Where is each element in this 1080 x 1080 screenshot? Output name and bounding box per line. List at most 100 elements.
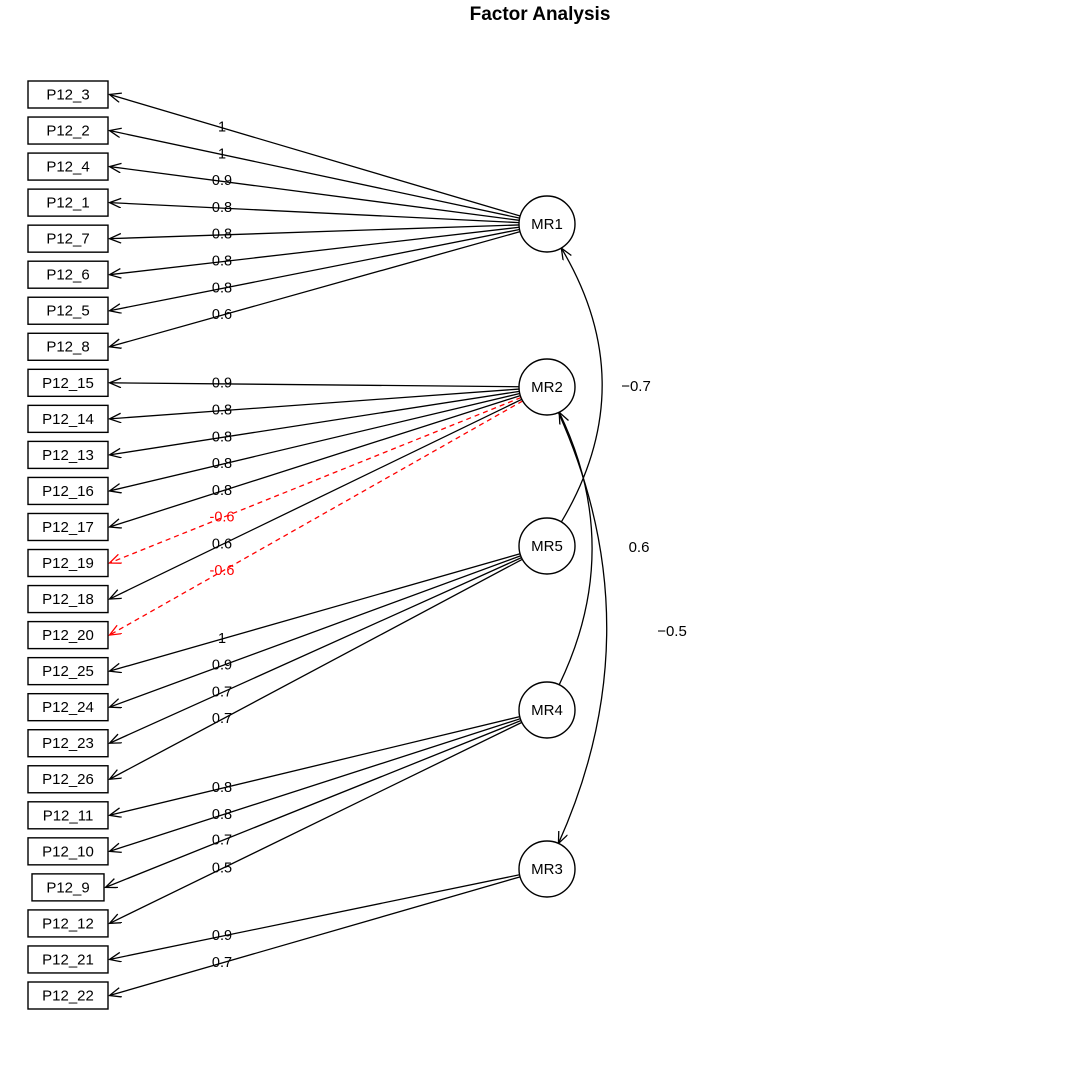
variable-box[interactable]: P12_2 <box>27 116 109 145</box>
loading-edge <box>110 224 520 239</box>
variable-box[interactable]: P12_8 <box>27 332 109 361</box>
variable-box[interactable]: P12_1 <box>27 188 109 217</box>
factor-node-mr1[interactable]: MR1 <box>518 195 576 253</box>
variable-box-rect <box>27 837 109 866</box>
variable-box-label: P12_3 <box>46 86 89 103</box>
variable-box-rect <box>27 656 109 686</box>
loading-edge <box>110 396 522 563</box>
factor-node-label: MR2 <box>531 379 563 396</box>
variable-box-label: P12_20 <box>42 627 94 644</box>
variable-box[interactable]: P12_15 <box>27 368 109 398</box>
variable-box-label: P12_6 <box>46 267 89 284</box>
variable-box[interactable]: P12_25 <box>27 656 109 686</box>
variable-box[interactable]: P12_21 <box>27 945 109 974</box>
variable-box[interactable]: P12_20 <box>27 620 109 650</box>
loading-label: 0.8 <box>212 429 232 445</box>
variable-box[interactable]: P12_26 <box>27 765 109 794</box>
variable-box-label: P12_9 <box>46 879 89 896</box>
factor-node-circle <box>518 517 576 575</box>
loading-edge <box>110 718 521 852</box>
variable-box[interactable]: P12_19 <box>27 548 109 578</box>
variable-box-label: P12_23 <box>42 735 94 752</box>
correlation-arc <box>558 412 608 844</box>
variable-box-label: P12_15 <box>42 375 94 392</box>
loading-label: 1 <box>218 631 226 647</box>
loading-label: 0.6 <box>212 307 232 323</box>
page-title: Factor Analysis <box>470 4 611 25</box>
variable-box[interactable]: P12_9 <box>31 873 105 902</box>
loading-label: 0.8 <box>212 483 232 499</box>
loading-labels-layer: 110.90.80.80.80.80.60.90.80.80.80.8-0.60… <box>210 120 235 971</box>
loading-label: 0.7 <box>212 832 232 848</box>
manifest-variable-boxes: P12_3P12_2P12_4P12_1P12_7P12_6P12_5P12_8… <box>27 80 109 1010</box>
variable-box-label: P12_11 <box>43 807 94 824</box>
factor-node-circle <box>518 840 576 898</box>
factor-node-mr3[interactable]: MR3 <box>518 840 576 898</box>
loading-edge <box>110 400 524 635</box>
variable-box[interactable]: P12_11 <box>27 801 109 830</box>
variable-box[interactable]: P12_3 <box>27 80 109 109</box>
variable-box[interactable]: P12_6 <box>27 260 109 289</box>
variable-box[interactable]: P12_13 <box>27 440 109 470</box>
loading-label: 0.5 <box>212 860 232 876</box>
variable-box-label: P12_21 <box>42 951 94 968</box>
loading-edge <box>110 226 520 274</box>
loading-label: 1 <box>218 120 226 136</box>
variable-box-label: P12_24 <box>42 699 94 716</box>
variable-box[interactable]: P12_7 <box>27 224 109 253</box>
variable-box-rect <box>27 368 109 398</box>
variable-box-label: P12_16 <box>42 483 94 500</box>
loading-label: 0.8 <box>212 254 232 270</box>
factor-node-label: MR5 <box>531 538 563 555</box>
variable-box[interactable]: P12_10 <box>27 837 109 866</box>
variable-box-label: P12_4 <box>46 159 89 176</box>
loading-edge <box>110 557 522 744</box>
variable-box-label: P12_25 <box>42 663 94 680</box>
variable-box[interactable]: P12_24 <box>27 692 109 722</box>
loading-edge <box>110 876 521 996</box>
factor-node-label: MR4 <box>531 702 563 719</box>
variable-box-rect <box>27 548 109 578</box>
variable-box-label: P12_22 <box>42 987 94 1004</box>
factor-node-label: MR1 <box>531 216 563 233</box>
variable-box-rect <box>31 873 105 902</box>
loading-edge <box>110 555 521 707</box>
variable-box-label: P12_18 <box>42 591 94 608</box>
correlation-label: −0.7 <box>621 378 651 395</box>
variable-box[interactable]: P12_22 <box>27 981 109 1010</box>
loading-edge <box>110 558 523 779</box>
variable-box[interactable]: P12_18 <box>27 584 109 614</box>
variable-box[interactable]: P12_16 <box>27 476 109 506</box>
variable-box[interactable]: P12_12 <box>27 909 109 938</box>
variable-box-rect <box>27 440 109 470</box>
variable-box[interactable]: P12_14 <box>27 404 109 434</box>
factor-node-mr2[interactable]: MR2 <box>518 358 576 416</box>
loading-edge <box>110 228 520 310</box>
loading-label: 0.8 <box>212 807 232 823</box>
loading-edge <box>110 715 520 816</box>
variable-box-rect <box>27 620 109 650</box>
variable-box[interactable]: P12_23 <box>27 729 109 758</box>
variable-box-label: P12_10 <box>42 843 94 860</box>
variable-box-label: P12_12 <box>42 915 94 932</box>
variable-box-rect <box>27 909 109 938</box>
loading-label: 0.7 <box>212 711 232 727</box>
variable-box-rect <box>27 765 109 794</box>
loading-edge <box>110 390 520 455</box>
factor-node-mr5[interactable]: MR5 <box>518 517 576 575</box>
loading-edge <box>110 398 523 599</box>
correlation-arc <box>561 248 603 523</box>
factor-node-mr4[interactable]: MR4 <box>518 681 576 739</box>
variable-box[interactable]: P12_17 <box>27 512 109 542</box>
variable-box[interactable]: P12_5 <box>27 296 109 325</box>
loading-label: -0.6 <box>210 510 235 526</box>
variable-box-rect <box>27 224 109 253</box>
variable-box-label: P12_1 <box>46 195 89 212</box>
variable-box-label: P12_7 <box>46 231 89 248</box>
variable-box-rect <box>27 116 109 145</box>
variable-box[interactable]: P12_4 <box>27 152 109 181</box>
variable-box-rect <box>27 945 109 974</box>
